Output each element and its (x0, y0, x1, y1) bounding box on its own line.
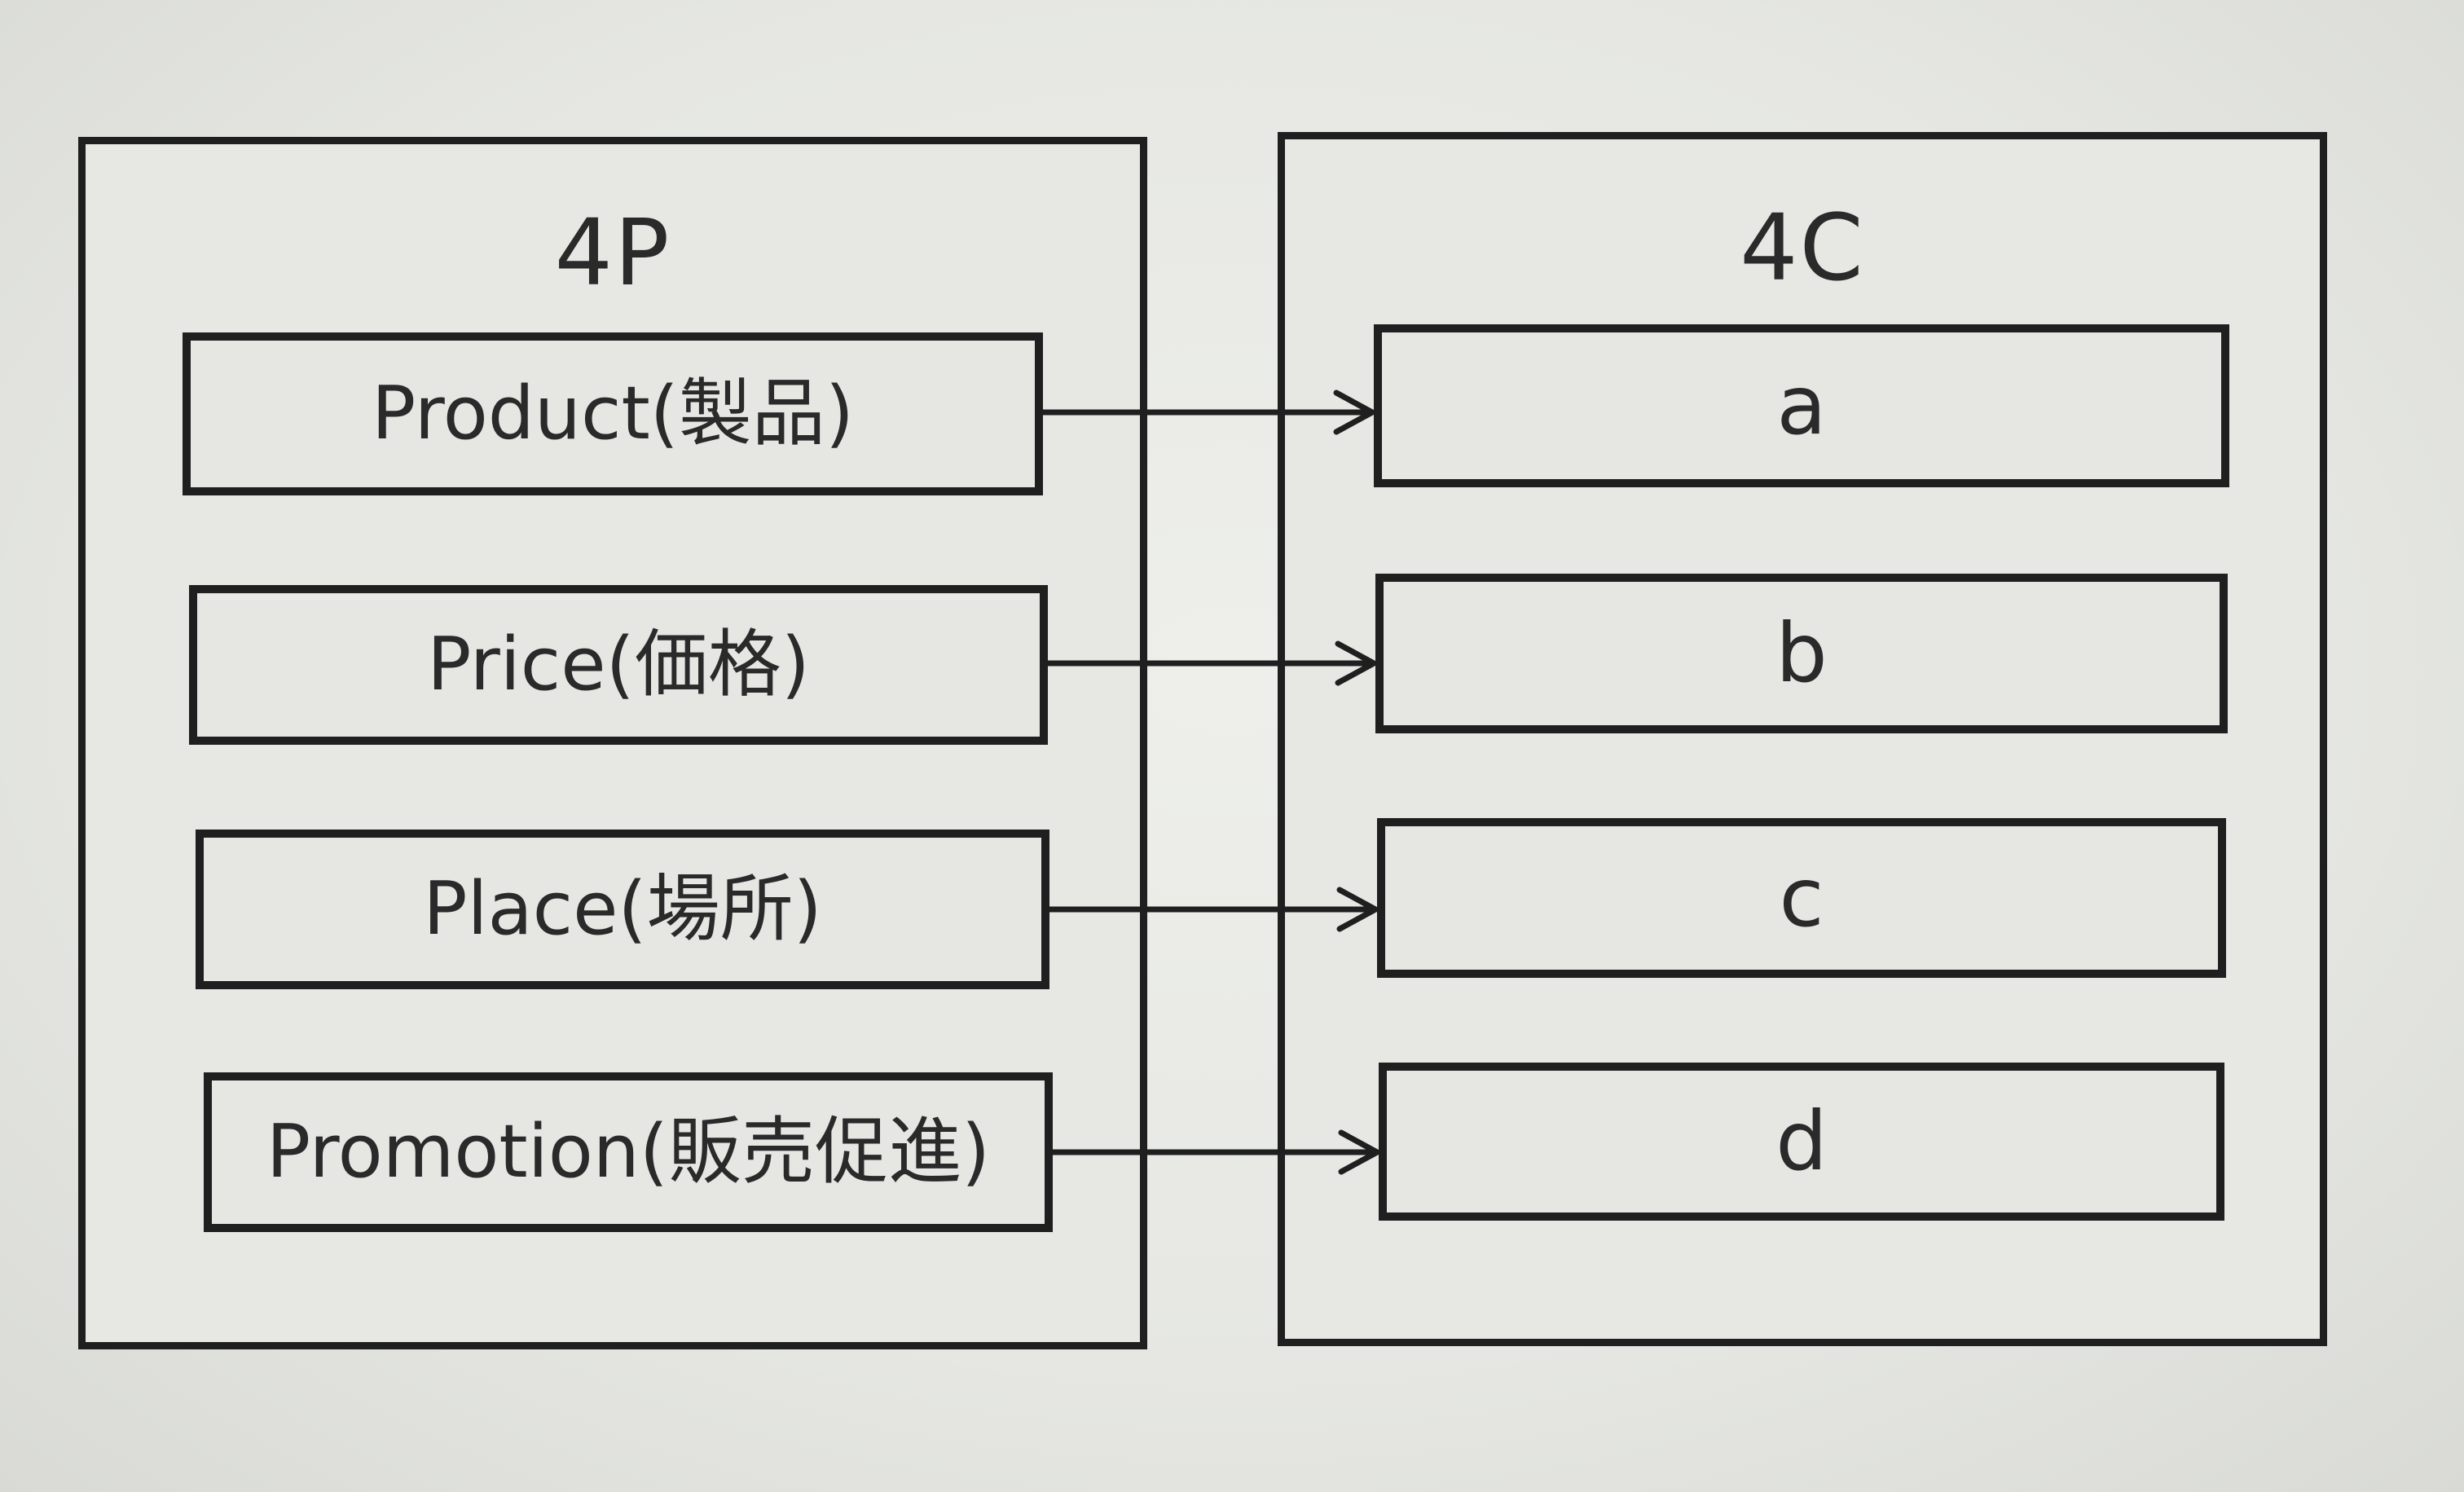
box-c-label: c (1779, 850, 1824, 945)
box-product-label: Product(製品) (372, 371, 854, 456)
arrow-price-to-b (1045, 640, 1377, 686)
box-b: b (1375, 574, 2228, 733)
box-a-label: a (1776, 358, 1827, 453)
box-place: Place(場所) (196, 830, 1049, 989)
panel-4p-title: 4P (554, 200, 671, 306)
box-price-label: Price(価格) (427, 622, 810, 707)
box-price: Price(価格) (189, 585, 1048, 745)
arrow-place-to-c (1046, 887, 1379, 932)
box-a: a (1374, 324, 2229, 487)
box-b-label: b (1775, 605, 1828, 701)
box-d: d (1379, 1063, 2224, 1221)
box-place-label: Place(場所) (423, 866, 822, 952)
box-promotion-label: Promotion(販売促進) (266, 1109, 991, 1195)
box-d-label: d (1775, 1094, 1828, 1189)
box-promotion: Promotion(販売促進) (204, 1072, 1053, 1232)
panel-4c-title: 4C (1740, 196, 1865, 301)
box-product: Product(製品) (183, 332, 1043, 495)
box-c: c (1377, 818, 2226, 978)
arrow-product-to-a (1040, 390, 1375, 435)
arrow-promotion-to-d (1049, 1129, 1380, 1175)
